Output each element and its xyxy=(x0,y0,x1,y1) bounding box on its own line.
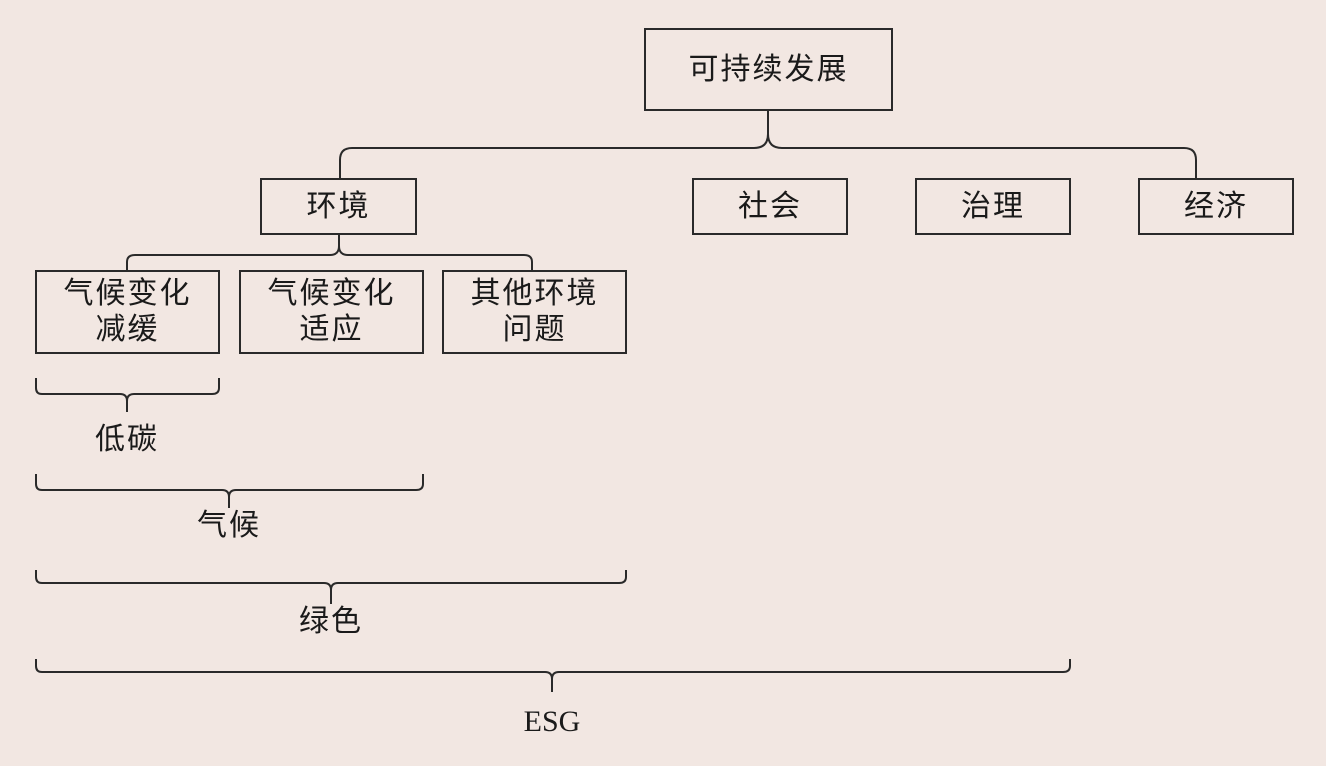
pillar-social: 社会 xyxy=(692,178,848,235)
root-connector xyxy=(339,111,769,178)
pillar-label: 环境 xyxy=(306,188,371,224)
bracket-label-climate: 气候 xyxy=(197,508,261,543)
bracket-label-low-carbon: 低碳 xyxy=(95,422,159,457)
pillar-label: 社会 xyxy=(738,188,802,224)
pillar-label: 经济 xyxy=(1184,188,1248,224)
env-child-label: 气候变化 减缓 xyxy=(63,276,192,347)
bracket-green xyxy=(35,570,627,604)
pillar-environment: 环境 xyxy=(260,178,417,235)
env-connector xyxy=(126,235,340,270)
env-child-mitigation: 气候变化 减缓 xyxy=(35,270,220,354)
env-child-other: 其他环境 问题 xyxy=(442,270,627,354)
pillar-label: 治理 xyxy=(961,188,1025,224)
pillar-governance: 治理 xyxy=(915,178,1071,235)
bracket-climate xyxy=(35,474,424,508)
env-child-label: 其他环境 问题 xyxy=(470,276,599,347)
root-node: 可持续发展 xyxy=(644,28,893,111)
pillar-economy: 经济 xyxy=(1138,178,1294,235)
root-connector-right xyxy=(767,133,1197,178)
env-connector-right xyxy=(338,245,533,270)
bracket-low-carbon xyxy=(35,378,220,412)
env-child-label: 气候变化 适应 xyxy=(267,276,396,347)
bracket-label-esg: ESG xyxy=(523,705,581,738)
root-label: 可持续发展 xyxy=(688,51,849,87)
env-child-adaptation: 气候变化 适应 xyxy=(239,270,424,354)
bracket-esg xyxy=(35,659,1071,692)
bracket-label-green: 绿色 xyxy=(299,604,363,639)
